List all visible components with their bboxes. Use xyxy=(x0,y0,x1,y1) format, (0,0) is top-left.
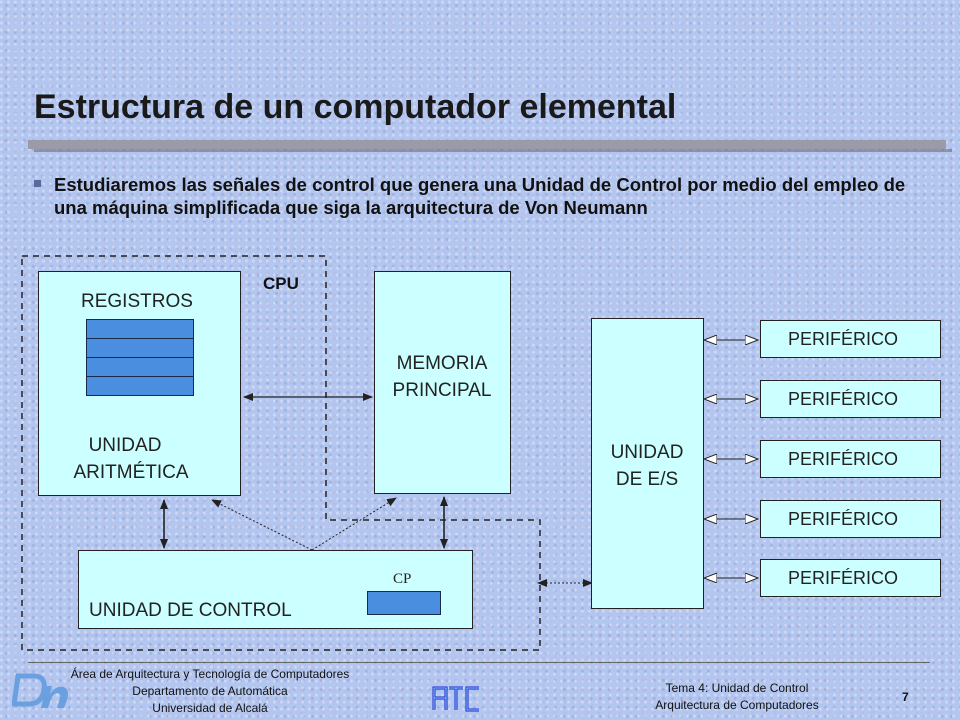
footer-topic: Tema 4: Unidad de Control xyxy=(665,681,809,695)
slide-title: Estructura de un computador elemental xyxy=(34,88,677,126)
memory-label-line1: MEMORIA xyxy=(396,353,488,374)
alu-label-line2: ARITMÉTICA xyxy=(73,462,189,483)
bullet-marker xyxy=(34,180,41,187)
footer-area: Área de Arquitectura y Tecnología de Com… xyxy=(70,667,350,681)
alu-registers-block: REGISTROS UNIDAD ARITMÉTICA xyxy=(38,271,241,496)
footer-course: Tema 4: Unidad de Control Arquitectura d… xyxy=(612,680,862,714)
control-signal-alu xyxy=(211,499,313,551)
peripheral-4: PERIFÉRICO xyxy=(760,500,941,538)
footer-institution: Área de Arquitectura y Tecnología de Com… xyxy=(60,666,360,717)
footer-university: Universidad de Alcalá xyxy=(152,701,268,715)
control-unit-label: UNIDAD DE CONTROL xyxy=(89,600,292,621)
footer-department: Departamento de Automática xyxy=(132,684,288,698)
footer-subject: Arquitectura de Computadores xyxy=(655,698,819,712)
peripheral-1: PERIFÉRICO xyxy=(760,320,941,358)
atc-logo-icon xyxy=(432,686,479,712)
memory-block: MEMORIA PRINCIPAL xyxy=(374,271,511,494)
peripheral-5: PERIFÉRICO xyxy=(760,559,941,597)
page-number: 7 xyxy=(902,690,909,704)
control-unit-block: UNIDAD DE CONTROL CP xyxy=(78,550,473,629)
alu-label: UNIDAD ARITMÉTICA xyxy=(61,432,211,486)
cp-label: CP xyxy=(393,571,412,587)
memory-label-line2: PRINCIPAL xyxy=(392,380,492,401)
peripheral-2: PERIFÉRICO xyxy=(760,380,941,418)
dn-logo-icon xyxy=(12,673,68,708)
io-unit-block: UNIDAD DE E/S xyxy=(591,318,704,609)
control-signal-memory xyxy=(311,497,397,551)
register-cell xyxy=(86,338,194,358)
registers-label: REGISTROS xyxy=(81,291,193,312)
footer-rule xyxy=(28,662,930,663)
register-cell xyxy=(86,376,194,396)
io-label-line2: DE E/S xyxy=(615,469,679,490)
alu-label-line1: UNIDAD xyxy=(88,435,162,456)
title-rule-shadow xyxy=(34,149,952,152)
register-cell xyxy=(86,319,194,339)
cpu-boundary xyxy=(21,255,541,651)
io-label: UNIDAD DE E/S xyxy=(592,439,702,493)
memory-label: MEMORIA PRINCIPAL xyxy=(375,350,509,404)
peripheral-3: PERIFÉRICO xyxy=(760,440,941,478)
cpu-label: CPU xyxy=(263,274,299,293)
cp-register xyxy=(367,591,441,615)
io-label-line1: UNIDAD xyxy=(610,442,684,463)
register-cell xyxy=(86,357,194,377)
title-rule xyxy=(28,140,946,149)
bullet-text: Estudiaremos las señales de control que … xyxy=(54,174,906,218)
